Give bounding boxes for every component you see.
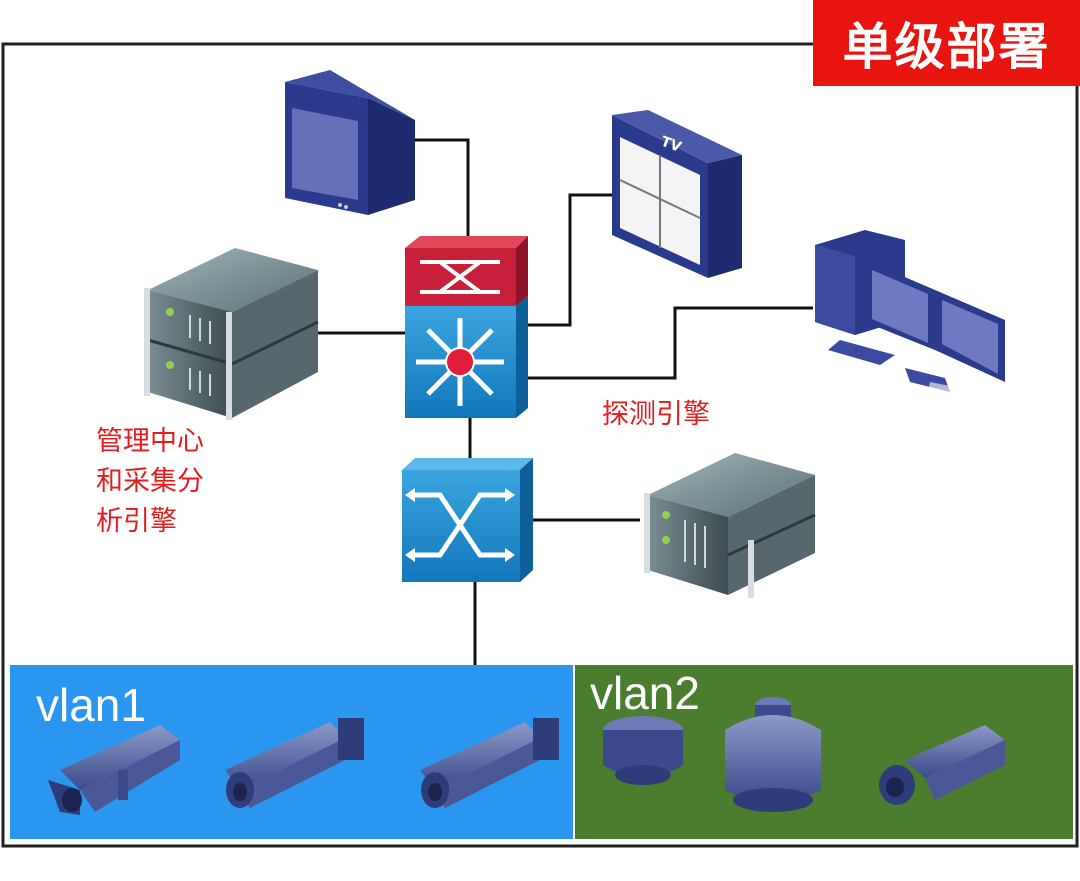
probe-engine-label: 探测引擎 [602,399,710,430]
mgmt-label-line1: 管理中心 [96,426,204,457]
mgmt-label-line2: 和采集分 [96,466,204,497]
layer3-switch-icon [405,296,528,418]
mgmt-center-label: 管理中心 和采集分 析引擎 [96,422,204,542]
dual-monitor-workstation-icon [815,230,1005,398]
dome-camera-icon [603,716,683,785]
box-camera-icon [879,725,1005,805]
router-icon [405,236,528,306]
server-icon [644,453,816,598]
svg-text:TV: TV [659,134,684,156]
mgmt-label-line3: 析引擎 [96,506,177,537]
server-stack-icon [144,248,319,420]
switch-icon [402,458,533,582]
vlan1-label: vlan1 [36,679,146,731]
tv-wall-icon: TV [612,110,742,278]
ptz-camera-icon [725,697,821,812]
bullet-camera-icon [420,718,559,808]
diagram-border [1,42,1079,848]
vlan2-label: vlan2 [590,667,700,719]
diagram-title: 单级部署 [813,0,1080,86]
crt-monitor-icon [285,70,415,215]
box-camera-icon [48,725,180,815]
connection-lines [318,138,813,665]
bullet-camera-icon [225,718,364,808]
